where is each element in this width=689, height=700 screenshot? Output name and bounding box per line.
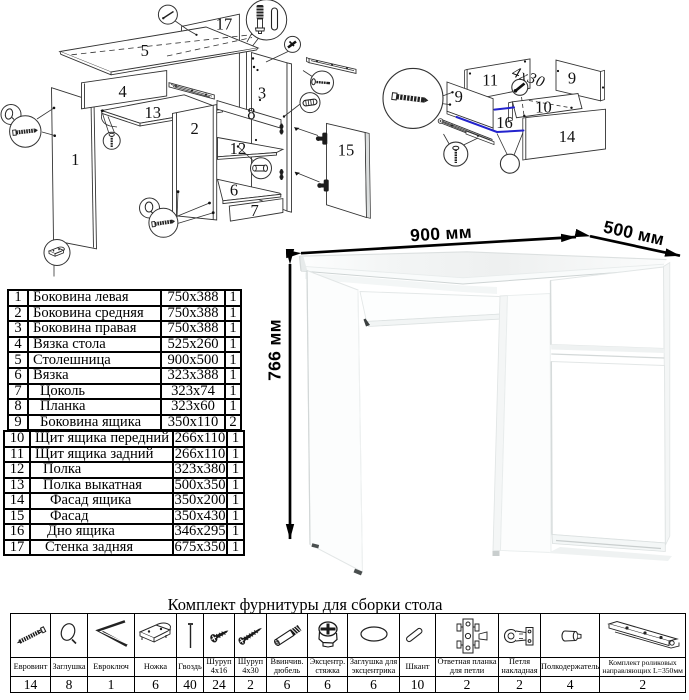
- svg-text:2: 2: [190, 119, 198, 138]
- svg-text:900 мм: 900 мм: [410, 222, 473, 246]
- svg-text:11: 11: [482, 70, 498, 89]
- svg-text:1: 1: [71, 150, 79, 169]
- svg-text:16: 16: [496, 113, 513, 132]
- svg-text:14: 14: [559, 127, 576, 146]
- svg-text:6: 6: [230, 181, 238, 200]
- svg-text:766 мм: 766 мм: [265, 319, 285, 381]
- svg-text:9: 9: [568, 68, 576, 87]
- svg-text:8: 8: [247, 104, 255, 123]
- svg-text:13: 13: [145, 103, 162, 122]
- svg-text:3: 3: [258, 84, 266, 103]
- svg-text:4: 4: [118, 82, 126, 101]
- svg-text:7: 7: [250, 201, 258, 220]
- svg-text:15: 15: [338, 141, 355, 160]
- svg-text:5: 5: [141, 41, 149, 60]
- svg-text:17: 17: [216, 15, 233, 34]
- svg-text:12: 12: [230, 139, 247, 158]
- svg-text:9: 9: [455, 87, 463, 106]
- svg-text:10: 10: [535, 98, 552, 117]
